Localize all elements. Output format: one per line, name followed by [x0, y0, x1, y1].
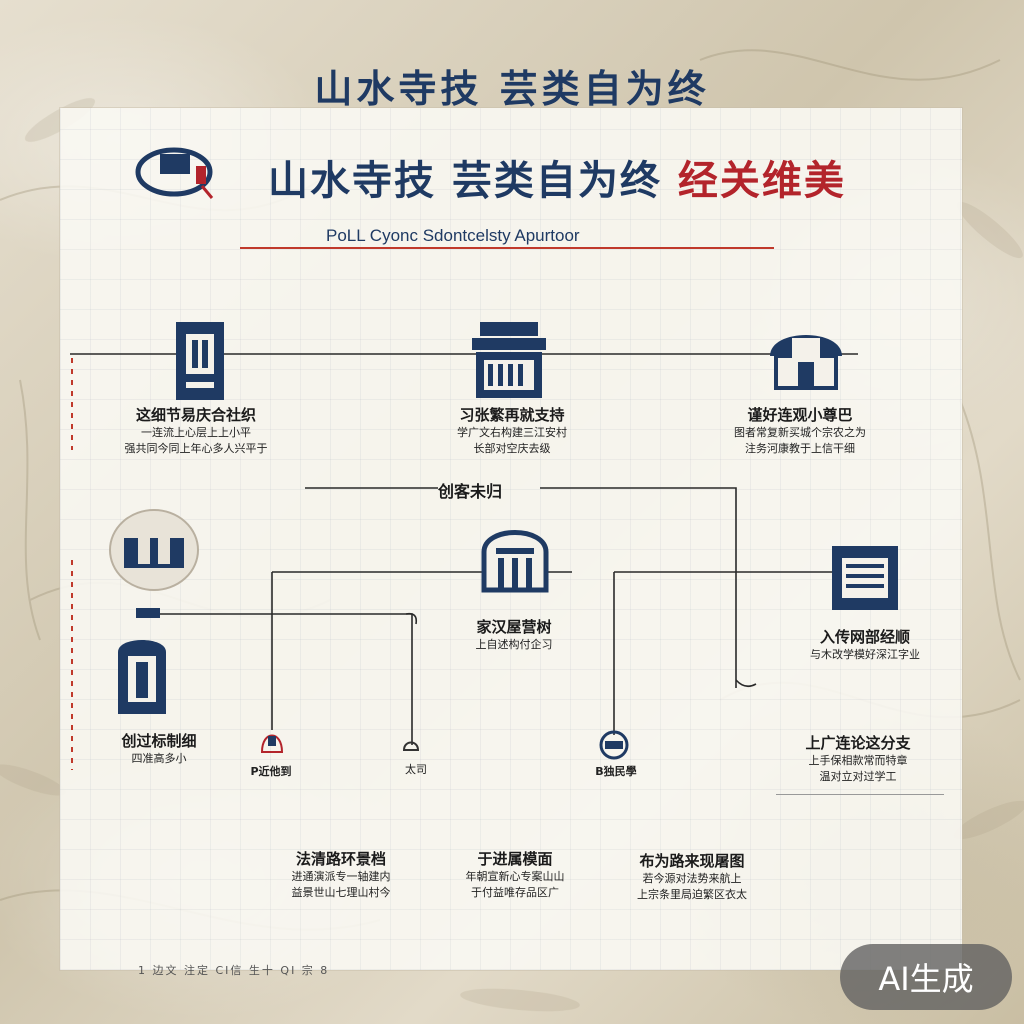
bottom-3-line1: 若今源对法势来航上 [642, 872, 742, 885]
node-7: 上广连论这分支 上手保相款常而特章 温对立对过学工 [772, 732, 944, 785]
drum-icon [109, 509, 199, 591]
center-label: 创客未归 [438, 482, 503, 501]
bell-pin-icon [260, 734, 284, 753]
hall-icon [481, 530, 549, 593]
pavilion-icon [770, 335, 842, 390]
pin-b-label: 太司 [405, 763, 427, 776]
ai-generated-badge: AI生成 [840, 944, 1012, 1010]
pin-b: 太司 [396, 762, 436, 778]
bottom-1-title: 法清路环景档 [295, 850, 386, 868]
node-5-line1: 与木改学模好深江字业 [810, 648, 920, 661]
temple-icon [472, 322, 546, 398]
diagram-title: 山水寺技 芸类自为终 经关维美 [268, 148, 846, 206]
bottom-1-line2: 益景世山七理山村今 [291, 886, 391, 899]
small-flag-icon [136, 608, 160, 618]
bottom-2-line2: 于付益唯存品区广 [471, 886, 559, 899]
diagram-title-main: 山水寺技 芸类自为终 [268, 157, 662, 204]
node-6-title: 创过标制细 [121, 732, 197, 750]
node-3: 谨好连观小尊巴 图者常复新买城个宗农之为 注务河康教于上信干细 [700, 404, 900, 457]
node-4-line1: 上自述构付企习 [475, 638, 553, 651]
gate-icon [176, 322, 224, 400]
subtitle: PoLL Cyonc Sdontcelsty Apurtoor [326, 226, 580, 245]
node-3-title: 谨好连观小尊巴 [747, 406, 853, 424]
pin-a-label: P近他到 [250, 765, 292, 778]
bottom-3: 布为路来现屠图 若今源对法势来航上 上宗条里局迫繁区衣太 [596, 850, 788, 903]
pin-c-label: B独民學 [595, 765, 637, 778]
lantern-icon [118, 640, 166, 714]
bottom-1: 法清路环景档 进通演派专一轴建内 益景世山七理山村今 [256, 848, 426, 901]
node-4: 家汉屋营树 上自述构付企习 [404, 616, 624, 653]
subtitle-rule [240, 247, 774, 249]
node-7-title: 上广连论这分支 [805, 734, 911, 752]
bottom-2: 于进属模面 年朝宣新心专案山山 于付益唯存品区广 [440, 848, 590, 901]
node-1-title: 这细节易庆合社织 [135, 406, 256, 424]
pin-a: P近他到 [236, 764, 306, 780]
stamp-pin-icon [599, 730, 629, 760]
node-2: 习张繁再就支持 学广文右构建三江安村 长部对空庆去级 [412, 404, 612, 457]
node-3-line2: 注务河康教于上信干细 [745, 442, 855, 455]
bottom-1-line1: 进通演派专一轴建内 [291, 870, 391, 883]
node-2-title: 习张繁再就支持 [459, 406, 565, 424]
node-1-line1: 一连流上心层上上小平 [141, 426, 251, 439]
footer-text: 1 边文 注定 CI信 生十 QI 宗 8 [138, 964, 330, 977]
node-5: 入传网部经顺 与木改学模好深江字业 [790, 626, 940, 663]
node-7-line2: 温对立对过学工 [819, 770, 897, 783]
node-2-line1: 学广文右构建三江安村 [457, 426, 567, 439]
node-1: 这细节易庆合社织 一连流上心层上上小平 强共同今同上年心多人兴平于 [96, 404, 296, 457]
node-5-title: 入传网部经顺 [819, 628, 910, 646]
bottom-3-line2: 上宗条里局迫繁区衣太 [637, 888, 747, 901]
hook-pin-icon [402, 741, 420, 751]
node-7-rule [776, 794, 944, 795]
node-2-line2: 长部对空庆去级 [473, 442, 551, 455]
pin-c: B独民學 [580, 764, 652, 780]
node-7-line1: 上手保相款常而特章 [808, 754, 908, 767]
seal-logo-icon [135, 147, 214, 199]
bottom-3-title: 布为路来现屠图 [639, 852, 745, 870]
archive-icon [832, 546, 898, 610]
node-1-line2: 强共同今同上年心多人兴平于 [124, 442, 268, 455]
page-title: 山水寺技 芸类自为终 [314, 66, 710, 111]
bottom-2-line1: 年朝宣新心专案山山 [465, 870, 565, 883]
node-3-line1: 图者常复新买城个宗农之为 [734, 426, 866, 439]
diagram-title-accent: 经关维美 [677, 157, 846, 204]
node-6-line1: 四准高多小 [131, 752, 187, 765]
bottom-2-title: 于进属模面 [477, 850, 553, 868]
node-6: 创过标制细 四准高多小 [84, 730, 234, 767]
node-4-title: 家汉屋营树 [476, 618, 552, 636]
